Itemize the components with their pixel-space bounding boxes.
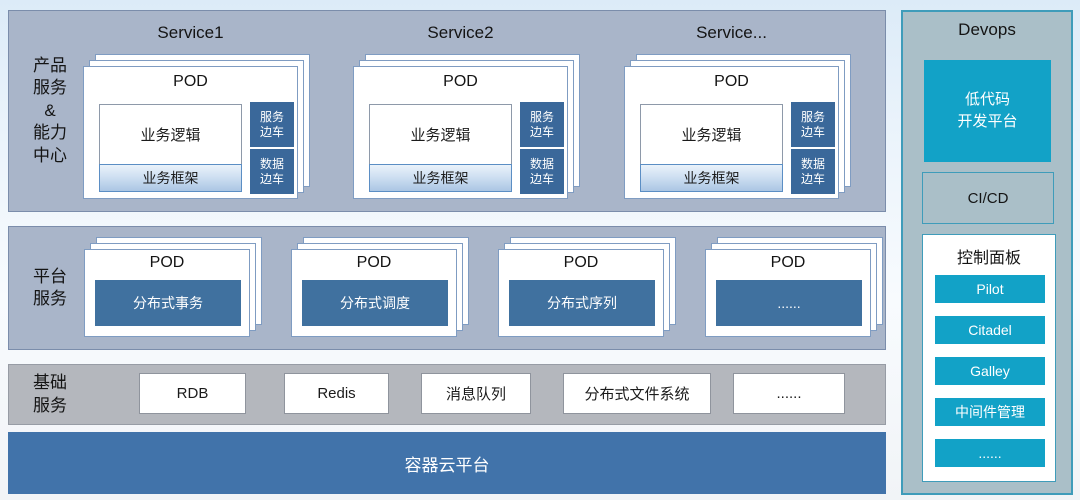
- data-sidecar-box: 数据 边车: [520, 149, 564, 194]
- service-3-title: Service...: [696, 23, 767, 42]
- infra-item-distributed-fs: 分布式文件系统: [563, 373, 711, 414]
- platform-pod-stack-3: POD 分布式序列: [498, 249, 664, 337]
- panel-item-more: ......: [935, 439, 1045, 467]
- platform-pod-card-4: POD ......: [705, 249, 871, 337]
- platform-more-box: ......: [716, 280, 862, 326]
- infra-item-more: ......: [733, 373, 845, 414]
- distributed-scheduling-box: 分布式调度: [302, 280, 448, 326]
- pod-label: POD: [443, 73, 478, 90]
- business-framework-box: 业务框架: [640, 164, 783, 192]
- cicd-box: CI/CD: [922, 172, 1054, 224]
- service-group-1: Service1 POD 业务逻辑 业务框架 服务 边车 数据 边车: [83, 11, 298, 213]
- service-2-pod-card: POD 业务逻辑 业务框架 服务 边车 数据 边车: [353, 66, 568, 199]
- pod-label: POD: [563, 254, 599, 271]
- service-2-title: Service2: [427, 23, 494, 42]
- control-panel-title: 控制面板: [956, 250, 1021, 267]
- service-group-2: Service2 POD 业务逻辑 业务框架 服务 边车 数据 边车: [353, 11, 568, 213]
- infra-item-redis: Redis: [284, 373, 389, 414]
- platform-band-label: 平台 服务: [33, 266, 67, 308]
- infra-item-rdb: RDB: [139, 373, 246, 414]
- panel-item-middleware-mgmt: 中间件管理: [935, 398, 1045, 426]
- pod-label: POD: [770, 254, 806, 271]
- panel-item-pilot: Pilot: [935, 275, 1045, 303]
- container-cloud-platform-bar: 容器云平台: [8, 432, 886, 494]
- product-services-band: 产品 服务 & 能力 中心 Service1 POD 业务逻辑 业务框架 服务 …: [8, 10, 886, 212]
- platform-pod-card-3: POD 分布式序列: [498, 249, 664, 337]
- infra-band-label: 基础 服务: [33, 373, 67, 415]
- platform-pod-card-1: POD 分布式事务: [84, 249, 250, 337]
- pod-label: POD: [356, 254, 392, 271]
- panel-item-citadel: Citadel: [935, 316, 1045, 344]
- pod-label: POD: [149, 254, 185, 271]
- infra-item-message-queue: 消息队列: [421, 373, 531, 414]
- platform-pod-card-2: POD 分布式调度: [291, 249, 457, 337]
- service-2-pod-stack: POD 业务逻辑 业务框架 服务 边车 数据 边车: [353, 66, 568, 199]
- service-sidecar-box: 服务 边车: [250, 102, 294, 147]
- platform-services-band: 平台 服务 POD 分布式事务 POD 分布式调度 POD 分布式序列 POD …: [8, 226, 886, 350]
- service-1-pod-card: POD 业务逻辑 业务框架 服务 边车 数据 边车: [83, 66, 298, 199]
- control-panel: 控制面板 Pilot Citadel Galley 中间件管理 ......: [922, 234, 1056, 482]
- pod-label: POD: [173, 73, 208, 90]
- service-3-pod-card: POD 业务逻辑 业务框架 服务 边车 数据 边车: [624, 66, 839, 199]
- distributed-sequence-box: 分布式序列: [509, 280, 655, 326]
- service-sidecar-box: 服务 边车: [791, 102, 835, 147]
- pod-label: POD: [714, 73, 749, 90]
- business-logic-box: 业务逻辑: [99, 104, 242, 165]
- distributed-transaction-box: 分布式事务: [95, 280, 241, 326]
- platform-pod-stack-1: POD 分布式事务: [84, 249, 250, 337]
- service-1-title: Service1: [157, 23, 224, 42]
- product-band-label: 产品 服务 & 能力 中心: [33, 55, 67, 165]
- infra-services-band: 基础 服务 RDB Redis 消息队列 分布式文件系统 ......: [8, 364, 886, 425]
- service-sidecar-box: 服务 边车: [520, 102, 564, 147]
- data-sidecar-box: 数据 边车: [791, 149, 835, 194]
- devops-panel: Devops 低代码 开发平台 CI/CD 控制面板 Pilot Citadel…: [901, 10, 1073, 495]
- business-logic-box: 业务逻辑: [640, 104, 783, 165]
- data-sidecar-box: 数据 边车: [250, 149, 294, 194]
- devops-title: Devops: [958, 20, 1016, 39]
- service-3-pod-stack: POD 业务逻辑 业务框架 服务 边车 数据 边车: [624, 66, 839, 199]
- business-framework-box: 业务框架: [99, 164, 242, 192]
- lowcode-platform-box: 低代码 开发平台: [924, 60, 1051, 162]
- platform-pod-stack-2: POD 分布式调度: [291, 249, 457, 337]
- business-framework-box: 业务框架: [369, 164, 512, 192]
- business-logic-box: 业务逻辑: [369, 104, 512, 165]
- service-group-3: Service... POD 业务逻辑 业务框架 服务 边车 数据 边车: [624, 11, 839, 213]
- panel-item-galley: Galley: [935, 357, 1045, 385]
- service-1-pod-stack: POD 业务逻辑 业务框架 服务 边车 数据 边车: [83, 66, 298, 199]
- platform-pod-stack-4: POD ......: [705, 249, 871, 337]
